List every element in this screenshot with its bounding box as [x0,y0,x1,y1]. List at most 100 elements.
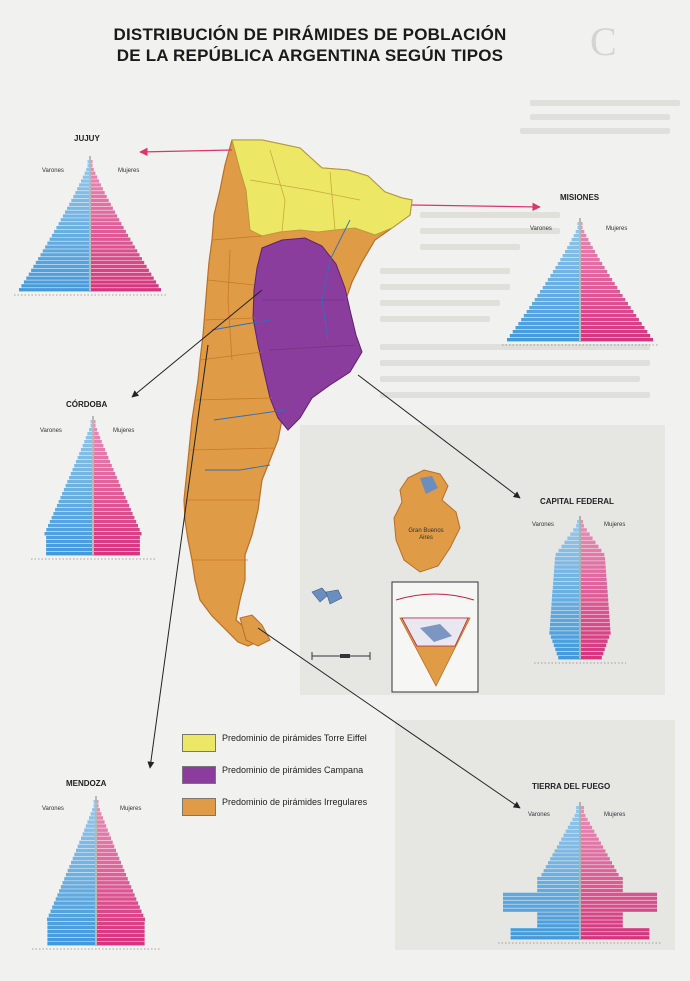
pyramid-bar-male [90,420,92,424]
pyramid-bar-female [94,528,140,532]
pyramid-male-label-capital: Varones [532,522,554,528]
pyramid-bar-male [529,306,579,310]
pyramid-bar-male [550,618,579,623]
pyramid-bar-male [553,581,579,586]
pyramid-bar-female [97,901,139,905]
pyramid-bar-female [581,849,606,853]
pyramid-bar-female [581,916,623,920]
pyramid-bar-male [550,635,579,639]
pyramid-bar-female [91,272,152,276]
pyramid-bar-female [581,817,588,822]
pyramid-bar-female [581,627,611,631]
pyramid-bar-male [62,214,89,218]
pyramid-bar-female [581,222,583,226]
pyramid-bar-male [534,298,579,302]
malvinas-islands [311,587,343,605]
pyramid-bar-male [573,528,579,532]
arrow-mendoza [147,344,209,769]
pyramid-bar-male [92,808,95,812]
pyramid-bar-male [46,528,92,532]
pyramid-bar-female [91,194,107,199]
pyramid-bar-female [581,581,607,586]
pyramid-bar-male [553,577,579,582]
pyramid-bar-male [70,472,92,476]
pyramid-bar-male [552,590,579,594]
background-heading-fragment: C [590,19,617,64]
pyramid-bar-female [581,647,605,652]
pyramid-bar-female [581,936,650,940]
pyramid-bar-female [581,270,608,274]
pyramid-bar-male [552,270,579,274]
northern-borders [249,149,361,233]
pyramid-bar-male [81,836,95,840]
pyramid-bar-female [94,500,128,504]
pyramid-bar-male [45,245,89,249]
pyramid-bar-female [94,520,137,524]
pyramid-bar-male [35,260,89,265]
pyramid-bar-female [94,524,138,528]
rivers [205,219,351,471]
pyramid-bar-female [94,548,140,552]
pyramid-bar-female [94,496,126,500]
pyramid-bar-female [91,214,118,218]
pyramid-bar-male [62,881,95,885]
pyramid-male-label-cordoba: Varones [40,428,62,434]
pyramid-bar-female [94,508,131,512]
pyramid-bar-female [581,230,585,234]
pyramid-bar-female [94,468,114,472]
pyramid-bar-female [97,929,145,934]
pyramid-bar-female [581,557,606,561]
pyramid-bar-male [570,532,579,536]
pyramid-bar-female [581,813,586,818]
pyramid-bar-male [47,933,95,938]
pyramid-bar-male [87,163,89,168]
pyramid-bar-female [94,492,124,496]
pyramid-bar-female [581,618,610,623]
pyramid-bar-female [91,226,124,230]
pyramid-bar-female [91,237,131,241]
pyramid-bar-male [47,941,95,946]
pyramid-bar-male [47,937,95,942]
pyramid-bar-female [91,167,94,172]
pyramid-bar-female [581,282,615,286]
pyramid-bar-male [57,893,95,897]
pyramid-bar-male [59,889,95,893]
pyramid-bar-female [94,472,116,476]
pyramid-bar-female [91,229,126,234]
pyramid-bar-male [543,869,579,873]
pyramid-bar-male [80,448,92,452]
pyramid-bar-female [91,222,122,226]
pyramid-bar-male [558,655,579,660]
pyramid-bar-male [69,202,89,206]
pyramid-bar-female [581,853,608,857]
pyramid-bar-male [575,230,579,234]
pyramid-bar-female [581,873,619,877]
pyramid-bar-female [94,432,99,436]
pyramid-bar-male [503,896,579,900]
title-line-1: DISTRIBUCIÓN DE PIRÁMIDES DE POBLACIÓN [113,25,507,44]
pyramid-female-label-capital: Mujeres [604,522,626,528]
pyramid-bar-male [77,187,89,191]
pyramid-bar-male [574,813,579,818]
pyramid-bar-male [51,233,89,238]
pyramid-bar-male [573,234,579,238]
pyramid-bar-female [581,833,597,837]
pyramid-bar-male [537,294,579,298]
pyramid-bar-male [550,610,579,615]
pyramid-bar-male [89,428,92,432]
pyramid-bar-male [577,226,579,230]
pyramid-bar-male [86,167,89,172]
pyramid-bar-male [90,812,95,816]
pyramid-bar-male [553,643,579,647]
pyramid-bar-male [542,286,579,290]
pyramid-bar-female [97,836,111,840]
pyramid-bar-male [554,569,579,573]
pyramid-bar-male [51,516,92,520]
pyramid-misiones [502,218,658,346]
pyramid-bar-female [581,896,657,900]
pyramid-bar-male [545,865,579,869]
pyramid-bar-female [94,448,106,452]
pyramid-bar-female [581,294,623,298]
pyramid-bar-male [46,540,92,544]
pyramid-bar-male [555,266,579,270]
